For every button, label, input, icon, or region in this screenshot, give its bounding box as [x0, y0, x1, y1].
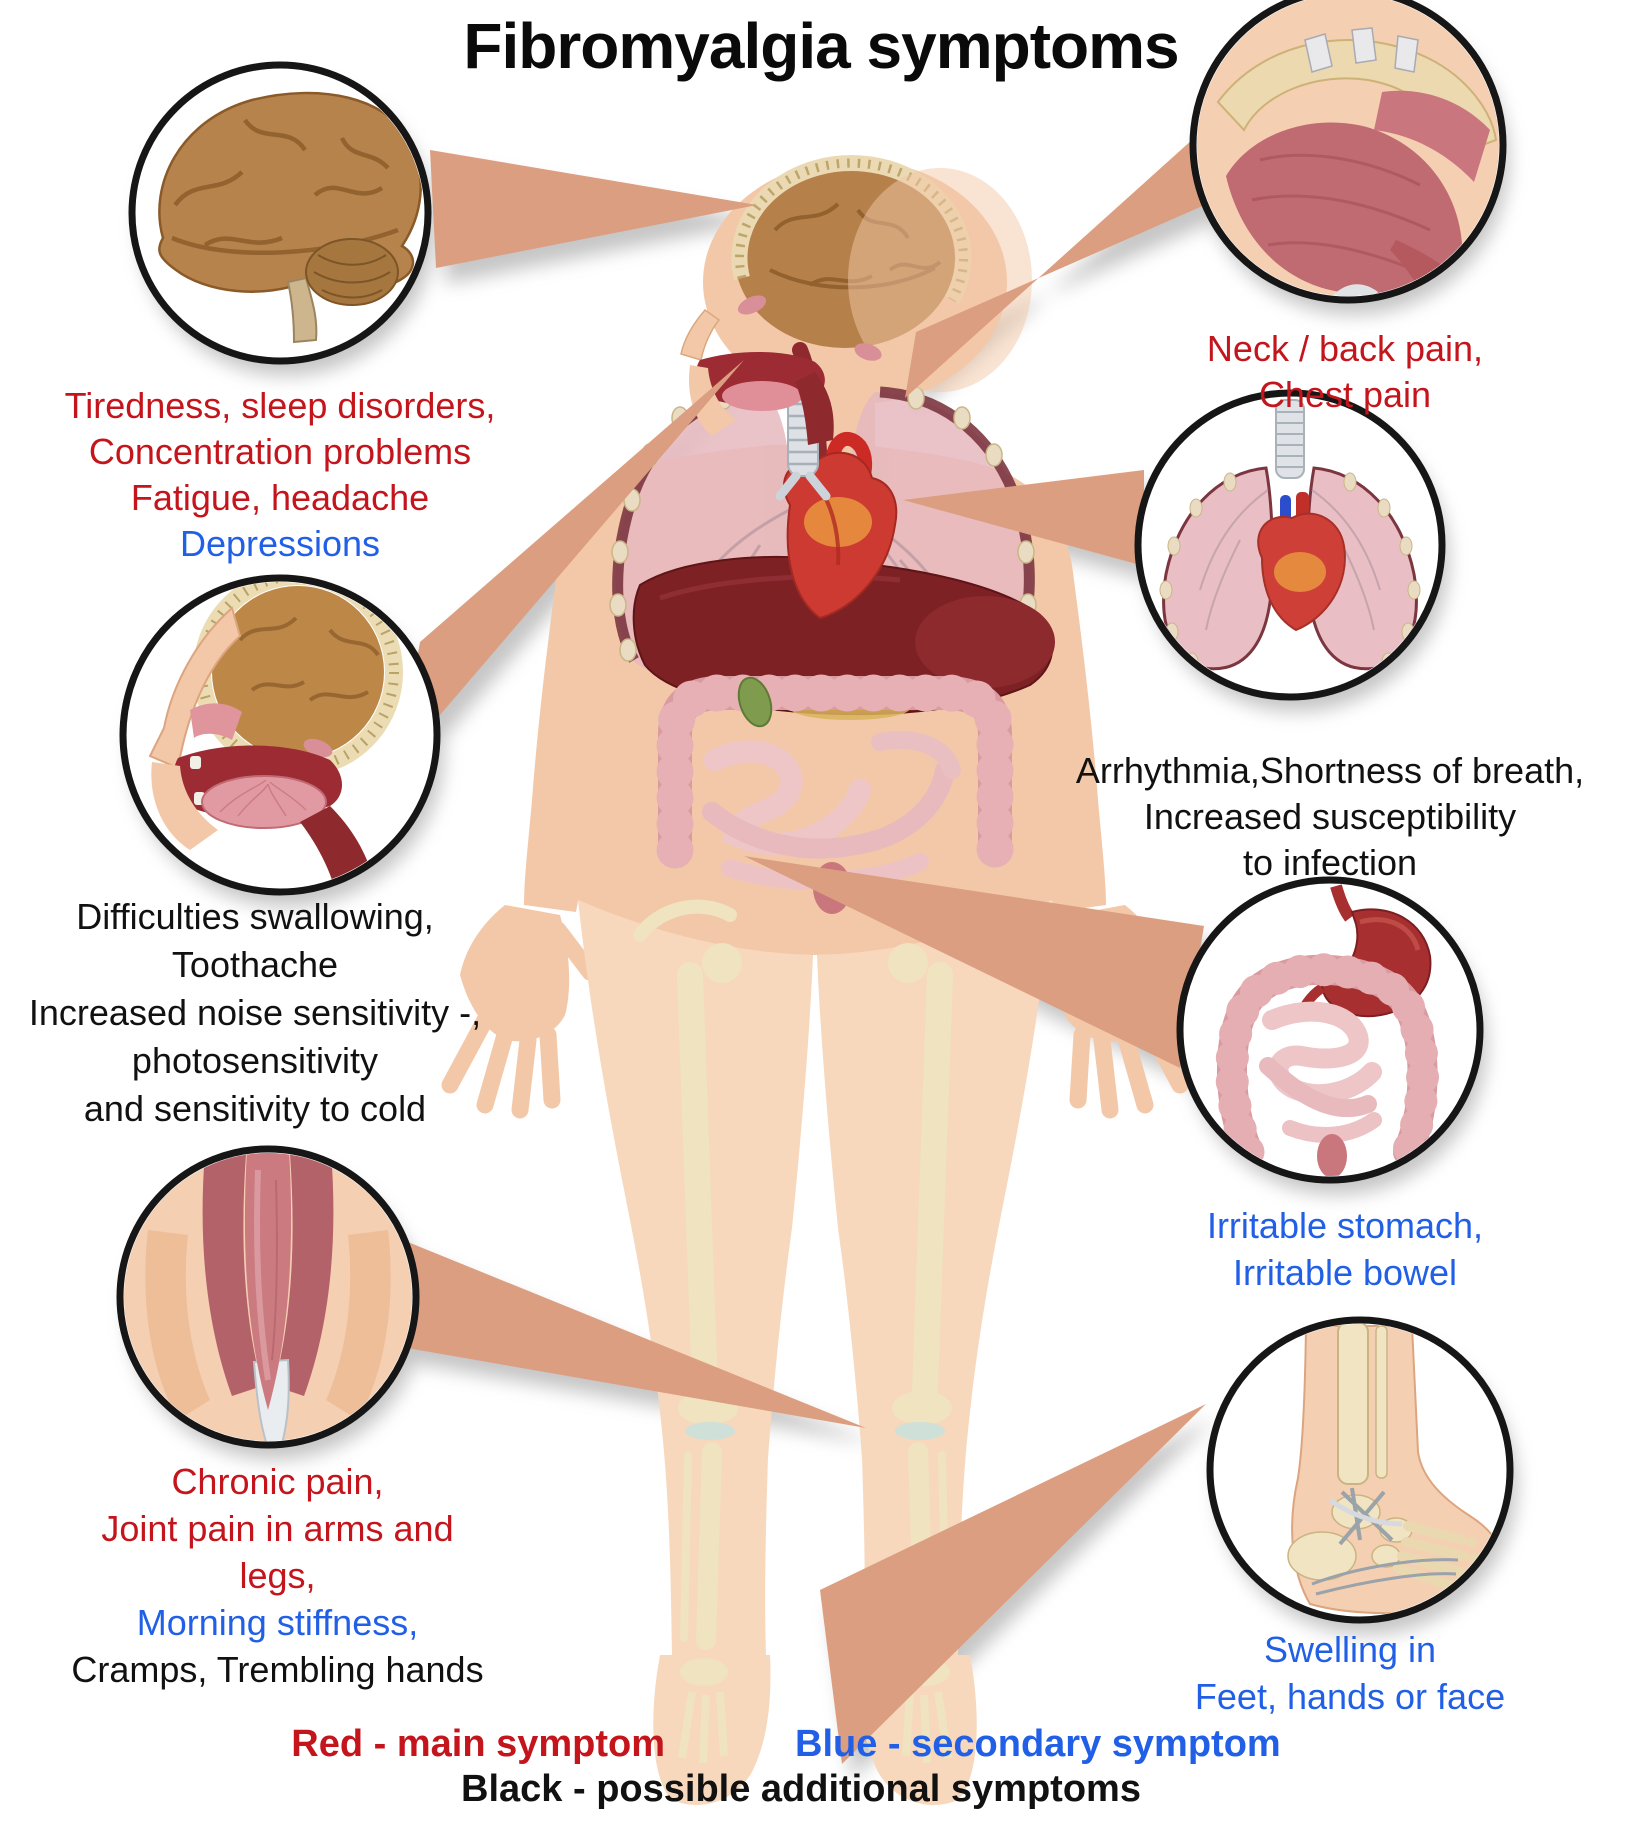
symptom-line: Chest pain — [1258, 374, 1432, 415]
symptom-line: Neck / back pain, — [1206, 328, 1484, 369]
muscle-connector — [384, 1238, 866, 1428]
bowel-connector — [744, 856, 1204, 1068]
symptom-line: Arrhythmia,Shortness of breath, — [1075, 750, 1585, 791]
symptom-line: Depressions — [179, 523, 381, 564]
symptom-line: Chronic pain, — [171, 1461, 384, 1502]
brain-illustration — [128, 61, 432, 365]
symptom-line: Concentration problems — [88, 431, 472, 472]
shoulder-symptoms-text: Neck / back pain, Chest pain — [1095, 326, 1595, 418]
symptom-line: Tiredness, sleep disorders, — [64, 385, 496, 426]
muscle-tendon-illustration — [116, 1145, 420, 1449]
ankle-foot-illustration — [1206, 1316, 1514, 1624]
symptom-line: Irritable bowel — [1232, 1252, 1458, 1293]
symptom-line: Swelling in — [1263, 1629, 1437, 1670]
symptom-line: Fatigue, headache — [130, 477, 430, 518]
symptom-line: Toothache — [171, 944, 339, 985]
muscle-symptoms-text: Chronic pain, Joint pain in arms and leg… — [25, 1458, 530, 1693]
shoulder-connector — [905, 104, 1248, 398]
head-cross-section-in-body — [680, 155, 1032, 445]
symptom-line: photosensitivity — [131, 1040, 379, 1081]
symptom-line: Joint pain in arms and — [101, 1508, 454, 1549]
foot-symptoms-text: Swelling in Feet, hands or face — [1060, 1626, 1640, 1720]
legend-secondary-symptom: Blue - secondary symptom — [795, 1723, 1281, 1765]
bowel-symptoms-text: Irritable stomach, Irritable bowel — [1095, 1202, 1595, 1296]
mouth-symptoms-text: Difficulties swallowing, Toothache Incre… — [0, 893, 510, 1133]
head-cross-section-illustration — [119, 574, 441, 896]
legend: Red - main symptom Blue - secondary symp… — [0, 1722, 1642, 1766]
callout-connectors — [384, 104, 1248, 1764]
symptom-line: Increased susceptibility — [1143, 796, 1517, 837]
page-title: Fibromyalgia symptoms — [463, 10, 1179, 82]
lungs-symptoms-text: Arrhythmia,Shortness of breath, Increase… — [1030, 748, 1630, 886]
lungs-connector — [903, 470, 1144, 566]
stomach-bowel-illustration — [1176, 876, 1484, 1184]
shoulder-joint-illustration — [1189, 0, 1507, 304]
mouth-connector — [398, 360, 744, 764]
symptom-line: Irritable stomach, — [1206, 1205, 1484, 1246]
brain-symptoms-text: Tiredness, sleep disorders, Concentratio… — [30, 383, 530, 567]
legend-additional: Black - possible additional symptoms — [0, 1767, 1642, 1811]
legend-main-symptom: Red - main symptom — [291, 1723, 666, 1765]
symptom-line: Increased noise sensitivity -, — [28, 992, 482, 1033]
symptom-line: Cramps, Trembling hands — [71, 1649, 484, 1690]
symptom-line: and sensitivity to cold — [83, 1088, 427, 1129]
heart-lungs-illustration — [1134, 389, 1446, 701]
brain-connector — [430, 150, 757, 268]
symptom-line: Feet, hands or face — [1194, 1676, 1506, 1717]
foot-connector — [820, 1404, 1206, 1764]
symptom-line: to infection — [1242, 842, 1418, 883]
legend-additional-symptom: Black - possible additional symptoms — [461, 1768, 1141, 1810]
human-body-illustration — [441, 155, 1189, 1805]
symptom-line: Morning stiffness, — [136, 1602, 419, 1643]
symptom-line: legs, — [239, 1555, 316, 1596]
symptom-line: Difficulties swallowing, — [76, 896, 434, 937]
